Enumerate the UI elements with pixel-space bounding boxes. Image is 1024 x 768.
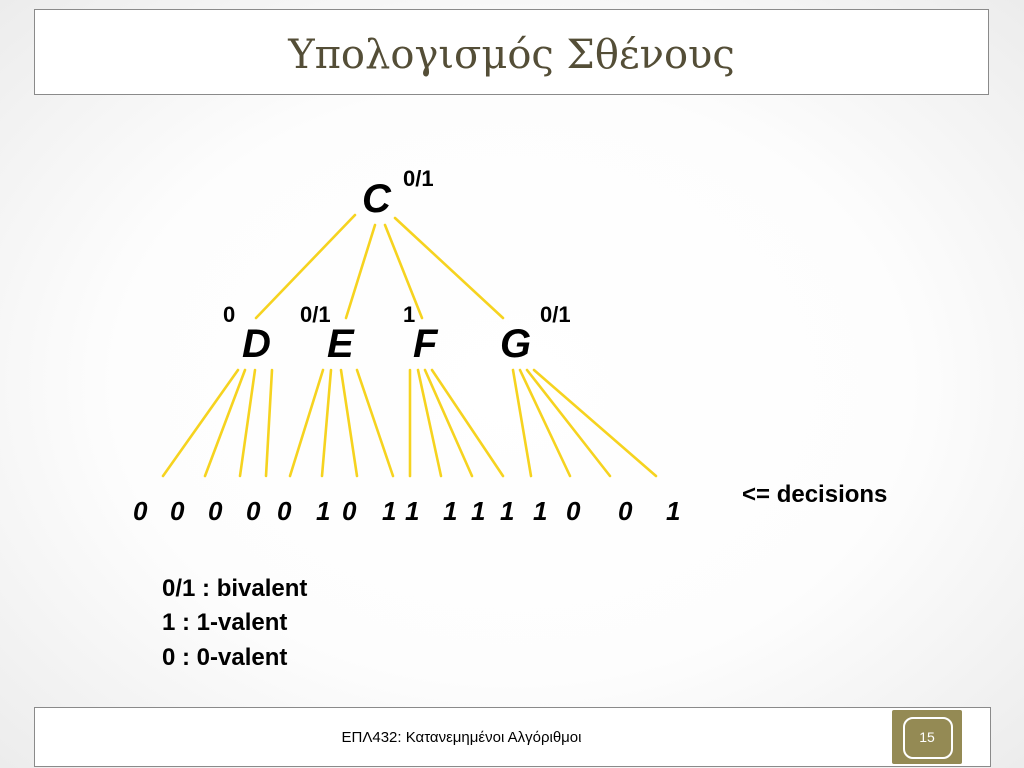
node-c: C: [362, 177, 392, 221]
page-number: 15: [919, 729, 935, 745]
decisions-label: <= decisions: [742, 481, 887, 508]
edge-g-leaf: [518, 368, 572, 478]
decision-leaf: 0: [277, 496, 292, 526]
edge-d-leaf: [264, 368, 274, 478]
edge-g-leaf: [532, 368, 658, 478]
edge-e-leaf: [288, 368, 325, 478]
decision-leaf: 1: [443, 496, 457, 526]
bracket-icon: [903, 717, 953, 759]
decision-leaf: 0: [133, 496, 148, 526]
node-f: F: [413, 322, 439, 366]
edge-g-leaf: [525, 368, 612, 478]
node-f-tag: 1: [403, 302, 415, 327]
edge-f-leaf: [416, 368, 443, 478]
node-g: G: [500, 322, 531, 366]
node-d: D: [242, 322, 271, 366]
footer-bar: ΕΠΛ432: Κατανεμημένοι Αλγόριθμοι 15: [34, 707, 991, 767]
decision-leaf: 0: [170, 496, 185, 526]
node-e: E: [327, 322, 355, 366]
decision-leaf: 0: [208, 496, 223, 526]
decision-row: 0 0 0 0 0 1 0 1 1 1 1 1 1 0 0 1: [133, 496, 680, 526]
edge-d-leaf: [203, 368, 247, 478]
legend: 0/1 : bivalent 1 : 1-valent 0 : 0-valent: [162, 575, 307, 671]
decision-leaf: 1: [382, 496, 396, 526]
edge-f-leaf: [430, 368, 505, 478]
decision-leaf: 0: [246, 496, 261, 526]
edge-e-leaf: [320, 368, 333, 478]
edge-d-leaf: [238, 368, 257, 478]
footer-course-title: ΕΠΛ432: Κατανεμημένοι Αλγόριθμοι: [341, 729, 582, 746]
edges: [161, 213, 658, 478]
edge-d-leaf: [161, 368, 240, 478]
legend-1-valent: 1 : 1-valent: [162, 609, 287, 636]
decision-leaf: 1: [500, 496, 514, 526]
decision-leaf: 0: [566, 496, 581, 526]
node-g-tag: 0/1: [540, 302, 571, 327]
decision-leaf: 0: [342, 496, 357, 526]
decision-leaf: 1: [533, 496, 547, 526]
node-d-tag: 0: [223, 302, 235, 327]
edge-g-leaf: [511, 368, 533, 478]
edge-f-leaf: [423, 368, 474, 478]
title-box: Υπολογισμός Σθένους: [34, 9, 989, 95]
node-c-tag: 0/1: [403, 166, 434, 191]
edge-c-e: [344, 223, 377, 320]
edge-e-leaf: [339, 368, 359, 478]
legend-0-valent: 0 : 0-valent: [162, 644, 287, 671]
decision-leaf: 1: [471, 496, 485, 526]
edge-c-g: [393, 216, 505, 320]
edge-e-leaf: [355, 368, 395, 478]
decision-leaf: 0: [618, 496, 633, 526]
decision-leaf: 1: [316, 496, 330, 526]
edge-c-f: [383, 223, 424, 320]
legend-bivalent: 0/1 : bivalent: [162, 575, 307, 602]
node-e-tag: 0/1: [300, 302, 331, 327]
slide-title: Υπολογισμός Σθένους: [288, 32, 735, 78]
page-number-badge: 15: [892, 710, 962, 764]
decision-leaf: 1: [666, 496, 680, 526]
edge-c-d: [254, 213, 357, 320]
decision-leaf: 1: [405, 496, 419, 526]
